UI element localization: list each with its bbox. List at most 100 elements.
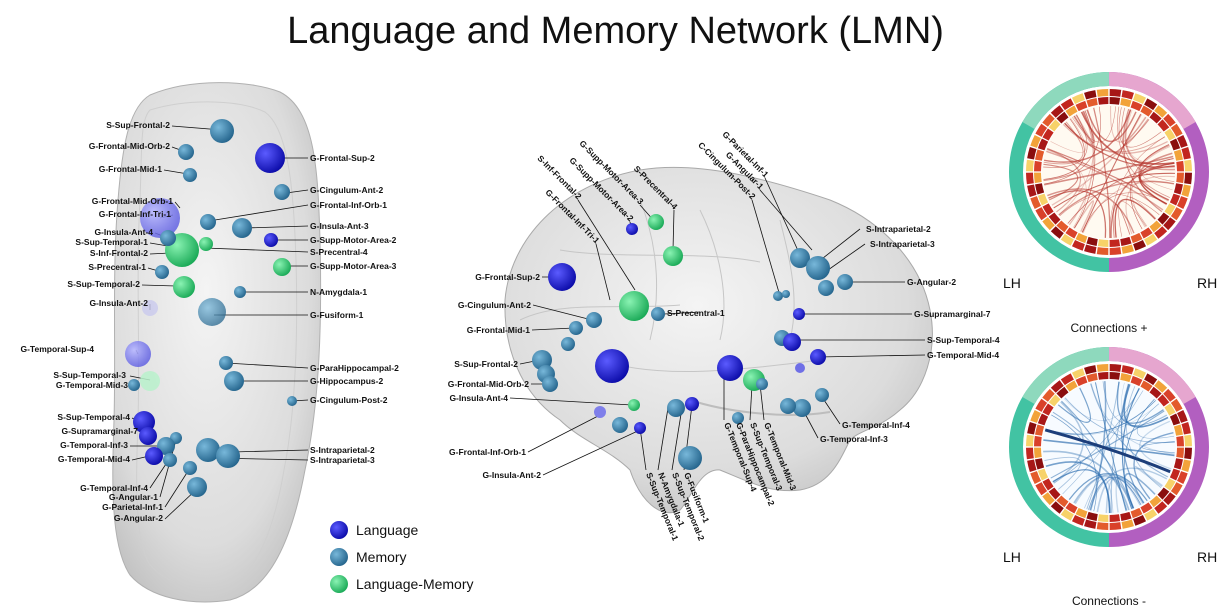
sag-node-g-parietal-inf-1	[806, 256, 830, 280]
connection-chord	[1043, 121, 1084, 165]
heatmap-cell	[1065, 227, 1078, 239]
heatmap-cell	[1096, 89, 1109, 97]
heatmap-cell	[1149, 386, 1162, 399]
axial-label-left: G-Temporal-Inf-3	[60, 440, 128, 450]
sagittal-label-right: G-Temporal-Mid-4	[927, 350, 999, 360]
connection-chord	[1116, 381, 1164, 424]
connection-chord	[1086, 381, 1120, 510]
heatmap-cell	[1176, 172, 1184, 184]
connection-chord	[1118, 107, 1162, 148]
heatmap-cell	[1075, 100, 1088, 112]
connection-chord	[1050, 118, 1087, 153]
connectogram-positive	[1008, 72, 1210, 272]
sagittal-label-left: G-Frontal-Mid-Orb-2	[448, 379, 529, 389]
heatmap-cell	[1181, 184, 1191, 197]
sag-node-g-angular-1	[790, 248, 810, 268]
connection-chord	[1115, 476, 1144, 513]
heatmap-cell	[1060, 233, 1074, 246]
heatmap-cell	[1071, 368, 1085, 379]
heatmap-cell	[1163, 388, 1176, 402]
heatmap-cell	[1140, 502, 1153, 514]
sag-node-g-frontal-inf-orb-1	[594, 406, 606, 418]
heatmap-cell	[1109, 247, 1122, 255]
heatmap-cell	[1035, 458, 1045, 470]
sag-node-extra-1	[561, 337, 575, 351]
node-g-supp-motor-area-2	[264, 233, 278, 247]
heatmap-cell	[1109, 239, 1121, 247]
heatmap-cell	[1075, 375, 1088, 387]
axial-label-right: G-Fusiform-1	[310, 310, 364, 320]
sag-node-g-frontal-sup-2	[548, 263, 576, 291]
heatmap-cell	[1109, 97, 1121, 105]
connection-chord	[1046, 148, 1082, 213]
connection-chord	[1051, 414, 1098, 512]
axial-label-left: G-Temporal-Mid-3	[56, 380, 128, 390]
heatmap-cell	[1075, 232, 1088, 244]
heatmap-cell	[1164, 128, 1176, 141]
connection-chord	[1053, 172, 1176, 209]
heatmap-cell	[1157, 394, 1170, 407]
heatmap-cell	[1097, 514, 1109, 522]
heatmap-cell	[1084, 365, 1097, 375]
node-g-insula-ant-4	[160, 230, 176, 246]
connection-chord	[1044, 155, 1174, 186]
connection-chord	[1064, 111, 1093, 146]
node-s-sup-temporal-3	[140, 371, 160, 391]
node-s-precentral-4	[199, 237, 213, 251]
sagittal-label-left: G-Frontal-Mid-1	[467, 325, 531, 335]
heatmap-cell	[1030, 409, 1041, 423]
sag-node-g-supp-motor-area-3	[663, 246, 683, 266]
axial-label-left: G-Parietal-Inf-1	[102, 502, 163, 512]
heatmap-cell	[1133, 515, 1147, 526]
heatmap-cell	[1027, 184, 1037, 197]
axial-nodes	[125, 119, 297, 497]
heatmap-cell	[1109, 364, 1122, 372]
node-s-intraparietal-2	[196, 438, 220, 462]
heatmap-cell	[1109, 89, 1122, 97]
sag-node-g-insula-ant-4	[628, 399, 640, 411]
heatmap-cell	[1071, 240, 1085, 251]
connection-chord	[1086, 109, 1137, 142]
sag-node-g-temporal-mid-4	[810, 349, 826, 365]
node-g-parietal-inf-1	[183, 461, 197, 475]
node-g-hippocampus-2	[224, 371, 244, 391]
connection-chord	[1133, 431, 1174, 500]
node-g-fusiform-1	[198, 298, 226, 326]
connection-chord	[1058, 180, 1175, 216]
sag-node-g-supramarginal-7	[793, 308, 805, 320]
heatmap-cell	[1169, 468, 1181, 481]
node-g-insula-ant-2	[173, 276, 195, 298]
heatmap-cell	[1157, 487, 1170, 500]
heatmap-cell	[1065, 380, 1078, 392]
heatmap-cell	[1037, 413, 1049, 426]
legend: Language Memory Language-Memory	[330, 521, 474, 593]
connectogram-positive-caption: Connections +	[1070, 321, 1147, 335]
heatmap-cell	[1048, 119, 1061, 132]
heatmap-cell	[1075, 507, 1088, 519]
heatmap-cell	[1181, 459, 1191, 472]
node-g-supramarginal-7	[139, 427, 157, 445]
sag-node-g-frontal-mid-1	[569, 321, 583, 335]
heatmap-cell	[1173, 149, 1183, 161]
node-g-frontal-mid-1	[183, 168, 197, 182]
ring-left-frontal	[1022, 347, 1109, 404]
sag-node-s-sup-temporal-2	[685, 397, 699, 411]
connection-chord	[1068, 111, 1094, 226]
connection-chord	[1110, 162, 1175, 238]
connection-chord	[1074, 475, 1134, 509]
sagittal-gyri	[519, 199, 821, 373]
heatmap-cell	[1042, 203, 1054, 216]
heatmap-cell	[1035, 207, 1048, 221]
heatmap-cell	[1037, 193, 1049, 206]
axial-label-left: G-Angular-2	[114, 513, 163, 523]
heatmap-cell	[1173, 183, 1183, 195]
connection-chord	[1047, 148, 1087, 228]
sag-label-s-precentral-1: S-Precentral-1	[667, 308, 725, 318]
heatmap-cell	[1071, 93, 1085, 104]
heatmap-cell	[1144, 233, 1158, 246]
sag-node-g-cingulum-ant-2	[586, 312, 602, 328]
node-g-temporal-inf-3	[157, 437, 175, 455]
connection-chord	[1043, 439, 1175, 457]
connection-chord	[1073, 114, 1093, 145]
heatmap-cell	[1121, 244, 1134, 254]
